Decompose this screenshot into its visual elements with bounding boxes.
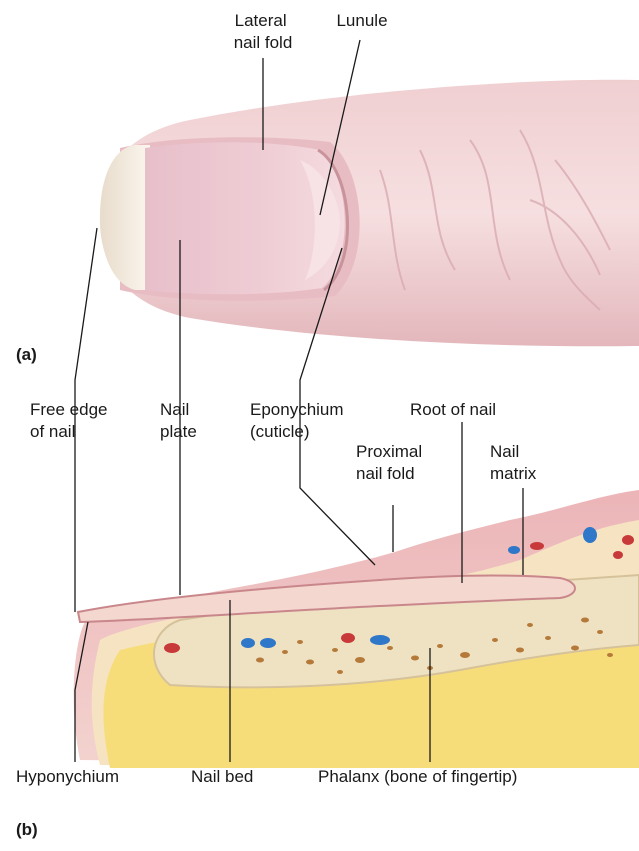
- label-proximal-nail-fold: Proximal nail fold: [356, 442, 427, 483]
- section-illustration: [74, 490, 639, 768]
- label-lateral-nail-fold: Lateral nail fold: [234, 11, 293, 52]
- label-root-of-nail: Root of nail: [410, 400, 496, 419]
- label-hyponychium: Hyponychium: [16, 767, 119, 786]
- label-nail-plate: Nail plate: [160, 400, 197, 441]
- label-free-edge: Free edge of nail: [30, 400, 112, 441]
- label-nail-matrix: Nail matrix: [490, 442, 537, 483]
- label-eponychium: Eponychium (cuticle): [250, 400, 348, 441]
- panel-label-b: (b): [16, 820, 38, 839]
- label-nail-bed: Nail bed: [191, 767, 253, 786]
- label-phalanx: Phalanx (bone of fingertip): [318, 767, 517, 786]
- leader-free-edge: [75, 228, 97, 612]
- label-lunule: Lunule: [336, 11, 387, 30]
- finger-illustration: [100, 80, 639, 346]
- free-edge-shape: [100, 145, 150, 290]
- panel-label-a: (a): [16, 345, 37, 364]
